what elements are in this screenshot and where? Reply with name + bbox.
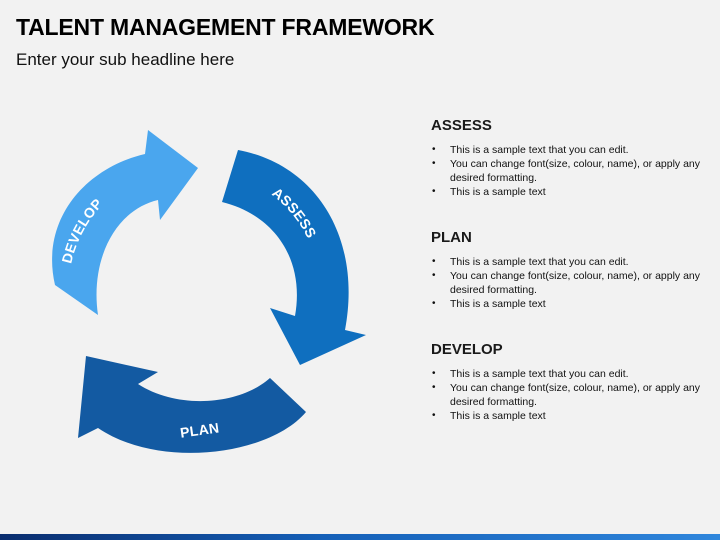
bullet-item: This is a sample text that you can edit. bbox=[431, 143, 711, 157]
bullet-item: This is a sample text bbox=[431, 409, 711, 423]
develop-panel: DEVELOP This is a sample text that you c… bbox=[431, 341, 711, 423]
panel-heading: DEVELOP bbox=[431, 341, 503, 358]
page-subtitle: Enter your sub headline here bbox=[16, 50, 235, 69]
plan-arrow bbox=[78, 356, 306, 453]
develop-arrow bbox=[52, 130, 199, 315]
plan-label: PLAN bbox=[179, 419, 220, 440]
bullet-list: This is a sample text that you can edit.… bbox=[431, 367, 711, 423]
panel-heading: ASSESS bbox=[431, 117, 492, 134]
panel-heading: PLAN bbox=[431, 229, 472, 246]
assess-panel: ASSESS This is a sample text that you ca… bbox=[431, 117, 711, 199]
bullet-item: This is a sample text bbox=[431, 185, 711, 199]
bullet-item: This is a sample text that you can edit. bbox=[431, 367, 711, 381]
bottom-accent-bar bbox=[0, 534, 720, 540]
bullet-item: This is a sample text bbox=[431, 297, 711, 311]
page-title: TALENT MANAGEMENT FRAMEWORK bbox=[16, 14, 435, 40]
bullet-list: This is a sample text that you can edit.… bbox=[431, 143, 711, 199]
assess-arrow bbox=[222, 150, 366, 365]
bullet-item: You can change font(size, colour, name),… bbox=[431, 269, 711, 297]
cycle-diagram: ASSESS DEVELOP PLAN bbox=[52, 130, 366, 453]
bullet-list: This is a sample text that you can edit.… bbox=[431, 255, 711, 311]
bullet-item: This is a sample text that you can edit. bbox=[431, 255, 711, 269]
bullet-item: You can change font(size, colour, name),… bbox=[431, 381, 711, 409]
plan-panel: PLAN This is a sample text that you can … bbox=[431, 229, 711, 311]
bullet-item: You can change font(size, colour, name),… bbox=[431, 157, 711, 185]
